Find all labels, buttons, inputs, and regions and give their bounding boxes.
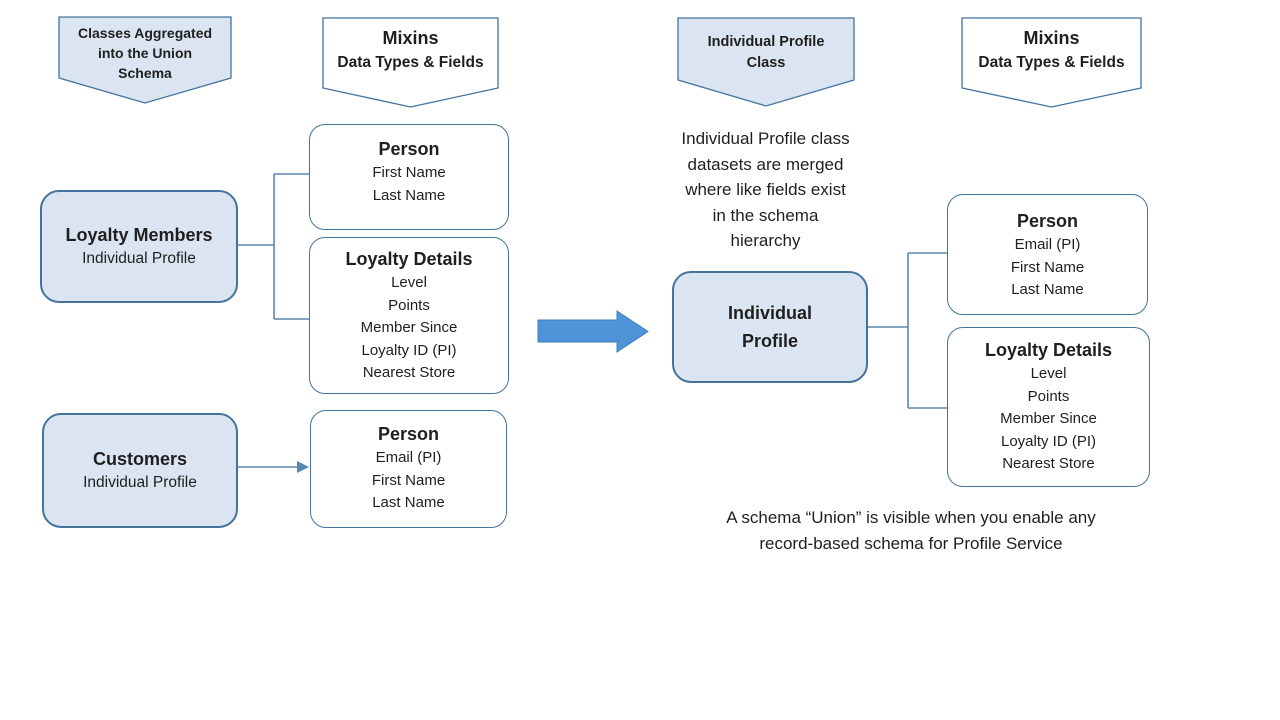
mixin-title: Loyalty Details — [345, 249, 473, 269]
mixin-field: Email (PI) — [375, 449, 442, 466]
mixin-field: Email (PI) — [1014, 236, 1081, 253]
mixin-field: First Name — [371, 471, 446, 489]
class-subtitle: Individual Profile — [82, 250, 196, 267]
note-line: datasets are merged — [687, 154, 844, 174]
mixin-field: Nearest Store — [362, 364, 456, 381]
class-title: Loyalty Members — [65, 225, 213, 245]
banner-subtitle: Data Types & Fields — [978, 54, 1125, 71]
union-note: A schema “Union” is visible when you ena… — [660, 505, 1162, 557]
note-line: A schema “Union” is visible when you ena… — [726, 508, 1096, 527]
mixin-box-loyalty-details-left: Loyalty Details Level Points Member Sinc… — [309, 237, 509, 394]
mixin-field: First Name — [1010, 258, 1085, 276]
class-title: Customers — [92, 449, 188, 469]
mixin-box-person-right: Person Email (PI) First Name Last Name — [947, 194, 1148, 315]
mixin-box-person-top-left: Person First Name Last Name — [309, 124, 509, 230]
mixin-field: Nearest Store — [1002, 455, 1095, 472]
mixin-field: Member Since — [1000, 410, 1097, 427]
ribbon-shape — [961, 17, 1142, 108]
note-line: record-based schema for Profile Service — [759, 534, 1063, 553]
merge-note: Individual Profile class datasets are me… — [648, 126, 883, 254]
mixin-field: Loyalty ID (PI) — [1000, 432, 1097, 450]
mixin-title: Loyalty Details — [984, 340, 1113, 360]
mixin-field: Level — [391, 274, 427, 291]
banner-mixins-left-text: Mixins Data Types & Fields — [322, 17, 499, 74]
banner-title: Mixins — [1023, 28, 1080, 48]
note-line: Individual Profile class — [681, 129, 850, 148]
class-box-loyalty-members: Loyalty Members Individual Profile — [40, 190, 238, 303]
mixin-field: Level — [1030, 365, 1067, 382]
mixin-field: Points — [388, 296, 430, 314]
mixin-title: Person — [1016, 211, 1079, 231]
class-subtitle: Individual Profile — [83, 474, 197, 491]
banner-classes-aggregated: Classes Aggregated into the Union Schema — [58, 16, 232, 104]
banner-line: Individual Profile — [707, 34, 825, 50]
banner-title: Mixins — [382, 28, 439, 48]
mixin-field: First Name — [372, 164, 446, 181]
note-line: in the schema — [712, 205, 819, 225]
class-title-line: Profile — [741, 331, 798, 351]
banner-line: into the Union — [97, 45, 193, 61]
mixin-field: Last Name — [372, 494, 445, 511]
banner-line: Schema — [118, 65, 172, 81]
class-box-customers: Customers Individual Profile — [42, 413, 238, 528]
banner-individual-profile-class-text: Individual Profile Class — [677, 17, 855, 74]
note-line: hierarchy — [730, 231, 801, 250]
customers-arrowhead-icon — [297, 461, 309, 473]
mixin-field: Points — [1027, 387, 1070, 405]
mixin-title: Person — [377, 424, 440, 444]
banner-subtitle: Data Types & Fields — [337, 54, 484, 71]
mixin-box-person-bottom-left: Person Email (PI) First Name Last Name — [310, 410, 507, 528]
banner-line: Classes Aggregated — [77, 25, 213, 41]
class-title-line: Individual — [727, 303, 812, 323]
banner-mixins-right-text: Mixins Data Types & Fields — [961, 17, 1142, 74]
mixin-title: Person — [378, 139, 440, 159]
note-line: where like fields exist — [685, 180, 846, 199]
banner-mixins-right: Mixins Data Types & Fields — [961, 17, 1142, 108]
banner-mixins-left: Mixins Data Types & Fields — [322, 17, 499, 108]
mixin-box-loyalty-details-right: Loyalty Details Level Points Member Sinc… — [947, 327, 1150, 487]
mixin-field: Loyalty ID (PI) — [361, 341, 457, 359]
mixin-field: Last Name — [1011, 281, 1084, 298]
merge-arrow-icon — [537, 310, 649, 353]
ribbon-shape — [322, 17, 499, 108]
ribbon-shape — [58, 16, 232, 104]
banner-individual-profile-class: Individual Profile Class — [677, 17, 855, 107]
banner-classes-aggregated-text: Classes Aggregated into the Union Schema — [58, 16, 232, 83]
mixin-field: Member Since — [360, 319, 458, 336]
class-box-individual-profile: Individual Profile — [672, 271, 868, 383]
ribbon-shape — [677, 17, 855, 107]
banner-line: Class — [746, 55, 786, 71]
mixin-field: Last Name — [372, 186, 446, 204]
